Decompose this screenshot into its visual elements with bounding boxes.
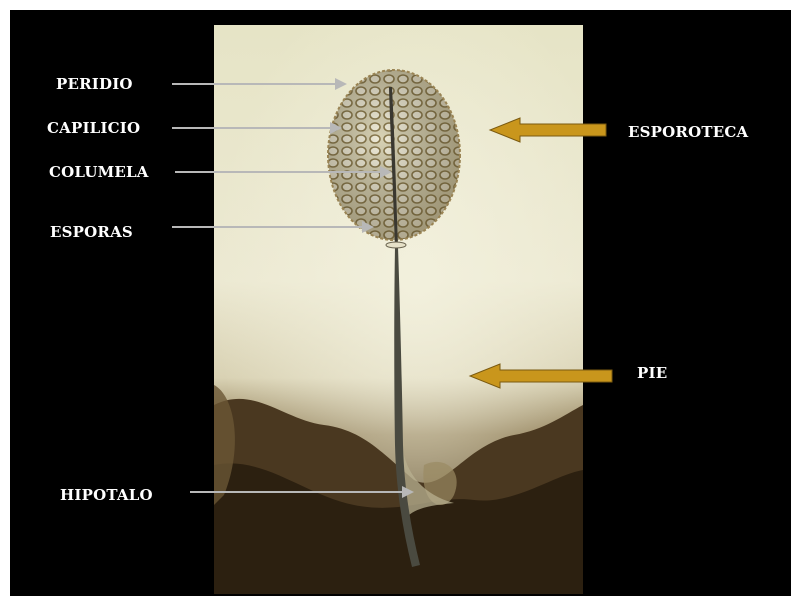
label-pie: PIE — [637, 366, 667, 381]
label-esporas: ESPORAS — [50, 225, 133, 240]
sporangium-photograph — [214, 25, 583, 594]
label-esporoteca: ESPOROTECA — [628, 125, 748, 140]
label-capilicio: CAPILICIO — [47, 121, 140, 136]
label-columela: COLUMELA — [49, 165, 149, 180]
label-hipotalo: HIPOTALO — [60, 488, 153, 503]
stalk-collar — [386, 242, 406, 248]
label-peridio: PERIDIO — [56, 77, 133, 92]
